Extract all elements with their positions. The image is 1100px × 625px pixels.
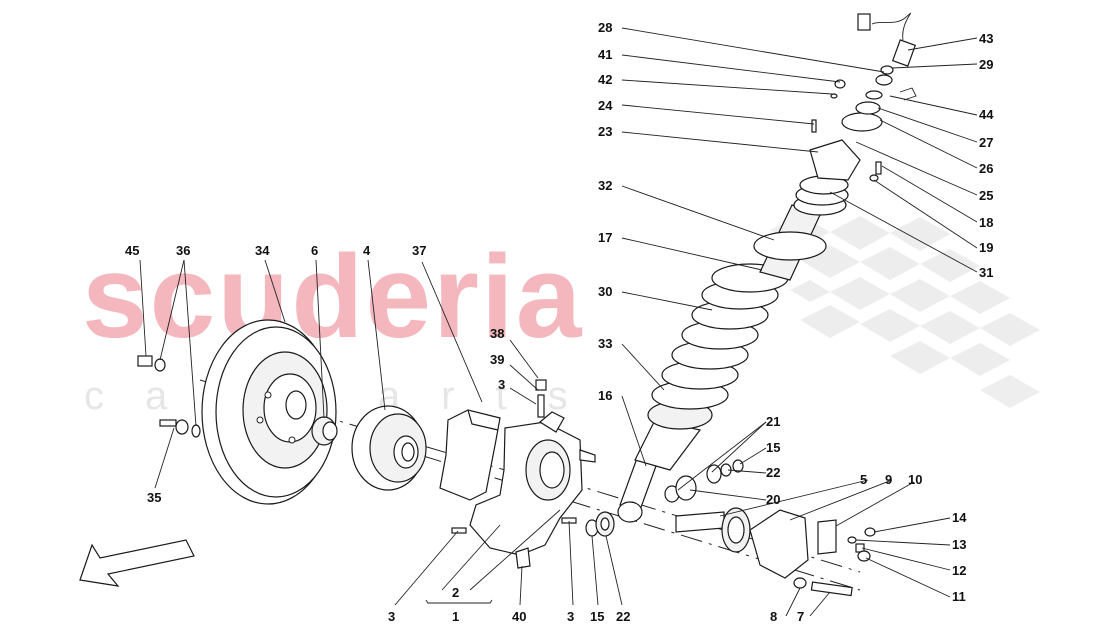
label-8: 8 [770,609,777,624]
label-25: 25 [979,188,993,203]
label-22-lower: 22 [616,609,630,624]
label-1: 1 [452,609,459,624]
drive-shaft [675,507,751,553]
label-30: 30 [598,284,612,299]
leader-lines [139,27,978,617]
lower-washers [585,511,615,537]
label-3-left: 3 [388,609,395,624]
sensor-plate [749,509,837,579]
label-24: 24 [598,98,613,113]
label-3-right: 3 [567,609,574,624]
label-34: 34 [255,243,270,258]
label-35: 35 [147,490,161,505]
brake-disc [201,319,337,505]
label-6: 6 [311,243,318,258]
label-37: 37 [412,243,426,258]
watermark-checker [770,215,1040,408]
label-20: 20 [766,492,780,507]
label-44: 44 [979,107,994,122]
label-14: 14 [952,510,967,525]
label-41: 41 [598,47,612,62]
label-31: 31 [979,265,993,280]
label-15-upper: 15 [766,440,780,455]
coil-spring [651,263,789,410]
wheel-bolts [137,355,201,438]
part-labels: 45 36 34 6 4 37 35 38 39 3 3 2 1 40 3 15… [125,20,994,624]
label-40: 40 [512,609,526,624]
label-13: 13 [952,537,966,552]
label-10: 10 [908,472,922,487]
shock-bushings [664,459,744,503]
label-21: 21 [766,414,780,429]
label-9: 9 [885,472,892,487]
label-17: 17 [598,230,612,245]
label-32: 32 [598,178,612,193]
label-26: 26 [979,161,993,176]
label-27: 27 [979,135,993,150]
label-22-upper: 22 [766,465,780,480]
spacer [311,416,338,446]
label-5: 5 [860,472,867,487]
label-23: 23 [598,124,612,139]
label-39: 39 [490,352,504,367]
label-11: 11 [952,589,966,604]
wheel-hub [351,405,427,491]
label-18: 18 [979,215,993,230]
label-33: 33 [598,336,612,351]
label-28: 28 [598,20,612,35]
watermark-brand: scuderia [82,231,583,363]
watermark-subtitle: car parts [84,374,609,418]
label-16: 16 [598,388,612,403]
label-3-top: 3 [498,377,505,392]
label-7: 7 [797,609,804,624]
label-12: 12 [952,563,966,578]
hub-carrier [469,411,596,556]
label-4: 4 [363,243,371,258]
label-36: 36 [176,243,190,258]
label-19: 19 [979,240,993,255]
label-45: 45 [125,243,139,258]
label-2: 2 [452,585,459,600]
dust-cover [439,409,501,501]
label-15-lower: 15 [590,609,604,624]
label-38: 38 [490,326,504,341]
upright-fasteners [451,379,577,569]
label-42: 42 [598,72,612,87]
front-direction-arrow-icon [79,539,195,587]
shock-absorber [617,12,917,523]
label-29: 29 [979,57,993,72]
label-43: 43 [979,31,993,46]
